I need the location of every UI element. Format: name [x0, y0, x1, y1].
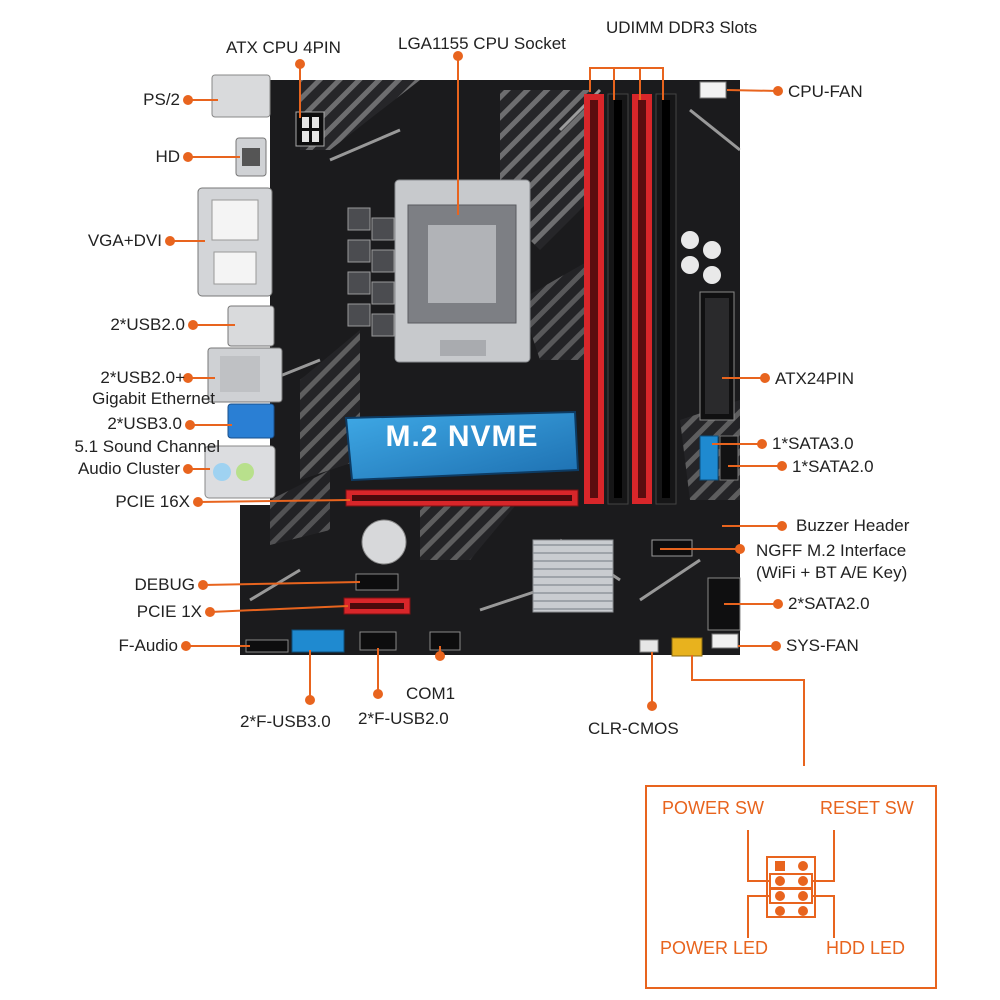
label-atx24pin: ATX24PIN: [775, 369, 855, 388]
label-audio-line1: 5.1 Sound Channel: [74, 437, 220, 456]
label-ngff-line1: NGFF M.2 Interface: [756, 541, 907, 560]
sata30-port: [699, 435, 719, 481]
label-power-led: POWER LED: [660, 938, 769, 958]
f-usb30-header: [291, 629, 345, 653]
f-audio-header: [245, 639, 289, 653]
clr-cmos-jumper: [639, 639, 659, 653]
label-usb20: 2*USB2.0: [110, 315, 185, 334]
label-pcie1: PCIE 1X: [136, 602, 202, 621]
vrm-chokes: [347, 207, 395, 337]
label-2sata20: 2*SATA2.0: [788, 594, 870, 613]
label-f-usb20: 2*F-USB2.0: [358, 709, 449, 728]
label-udimm-ddr3: UDIMM DDR3 Slots: [606, 18, 758, 37]
label-usb20-eth-line2: Gigabit Ethernet: [92, 389, 215, 408]
label-usb30: 2*USB3.0: [107, 414, 182, 433]
label-usb20-eth-line1: 2*USB2.0+: [100, 368, 185, 387]
label-reset-sw: RESET SW: [820, 798, 914, 818]
hdmi-port-socket: [242, 148, 260, 166]
cpu-area: [295, 111, 721, 363]
label-sata20: 1*SATA2.0: [792, 457, 874, 476]
sys-fan-header: [711, 633, 739, 649]
label-ps2: PS/2: [143, 90, 180, 109]
cmos-battery: [361, 519, 407, 565]
audio-jack-blue: [213, 463, 231, 481]
cpu-fan-header: [699, 81, 727, 99]
label-ngff-line2: (WiFi + BT A/E Key): [756, 563, 908, 582]
label-atx-cpu-4pin: ATX CPU 4PIN: [226, 38, 341, 57]
front-panel-diagram: [645, 785, 937, 989]
label-power-sw: POWER SW: [662, 798, 764, 818]
label-lga1155-socket: LGA1155 CPU Socket: [398, 34, 566, 53]
label-hdd-led: HDD LED: [826, 938, 906, 958]
vga-connector: [213, 251, 257, 285]
m2-nvme-label: M.2 NVME: [385, 420, 539, 453]
label-clr-cmos: CLR-CMOS: [588, 719, 679, 738]
label-audio-line2: Audio Cluster: [77, 459, 180, 478]
dvi-connector: [211, 199, 259, 241]
callout-lines: [170, 56, 805, 766]
label-buzzer-header: Buzzer Header: [796, 516, 910, 535]
label-sata30: 1*SATA3.0: [772, 434, 854, 453]
debug-header: [355, 573, 399, 591]
rj45-socket: [220, 356, 260, 392]
m2-nvme-slot: [344, 410, 580, 482]
label-debug: DEBUG: [134, 575, 195, 594]
dimm-slots: [584, 93, 677, 505]
expansion-area: [245, 489, 703, 657]
label-cpu-fan: CPU-FAN: [788, 82, 863, 101]
f-usb20-header: [359, 631, 397, 651]
callout-dots: [165, 51, 787, 711]
label-f-audio: F-Audio: [118, 636, 178, 655]
label-pcie16: PCIE 16X: [115, 492, 190, 511]
label-vga-dvi: VGA+DVI: [87, 231, 162, 250]
label-sys-fan: SYS-FAN: [786, 636, 859, 655]
label-com1: COM1: [406, 684, 456, 703]
label-hd: HD: [155, 147, 180, 166]
com1-header: [429, 631, 461, 651]
front-panel-header: [671, 637, 703, 657]
label-f-usb30: 2*F-USB3.0: [240, 712, 331, 731]
sata20-port: [719, 435, 739, 481]
audio-jack-green: [236, 463, 254, 481]
front-panel-pins: [775, 861, 808, 916]
io-panel: [197, 74, 283, 499]
ps2-port: [211, 74, 271, 118]
usb30-port: [227, 403, 275, 439]
chipset-heatsink: [532, 539, 614, 613]
